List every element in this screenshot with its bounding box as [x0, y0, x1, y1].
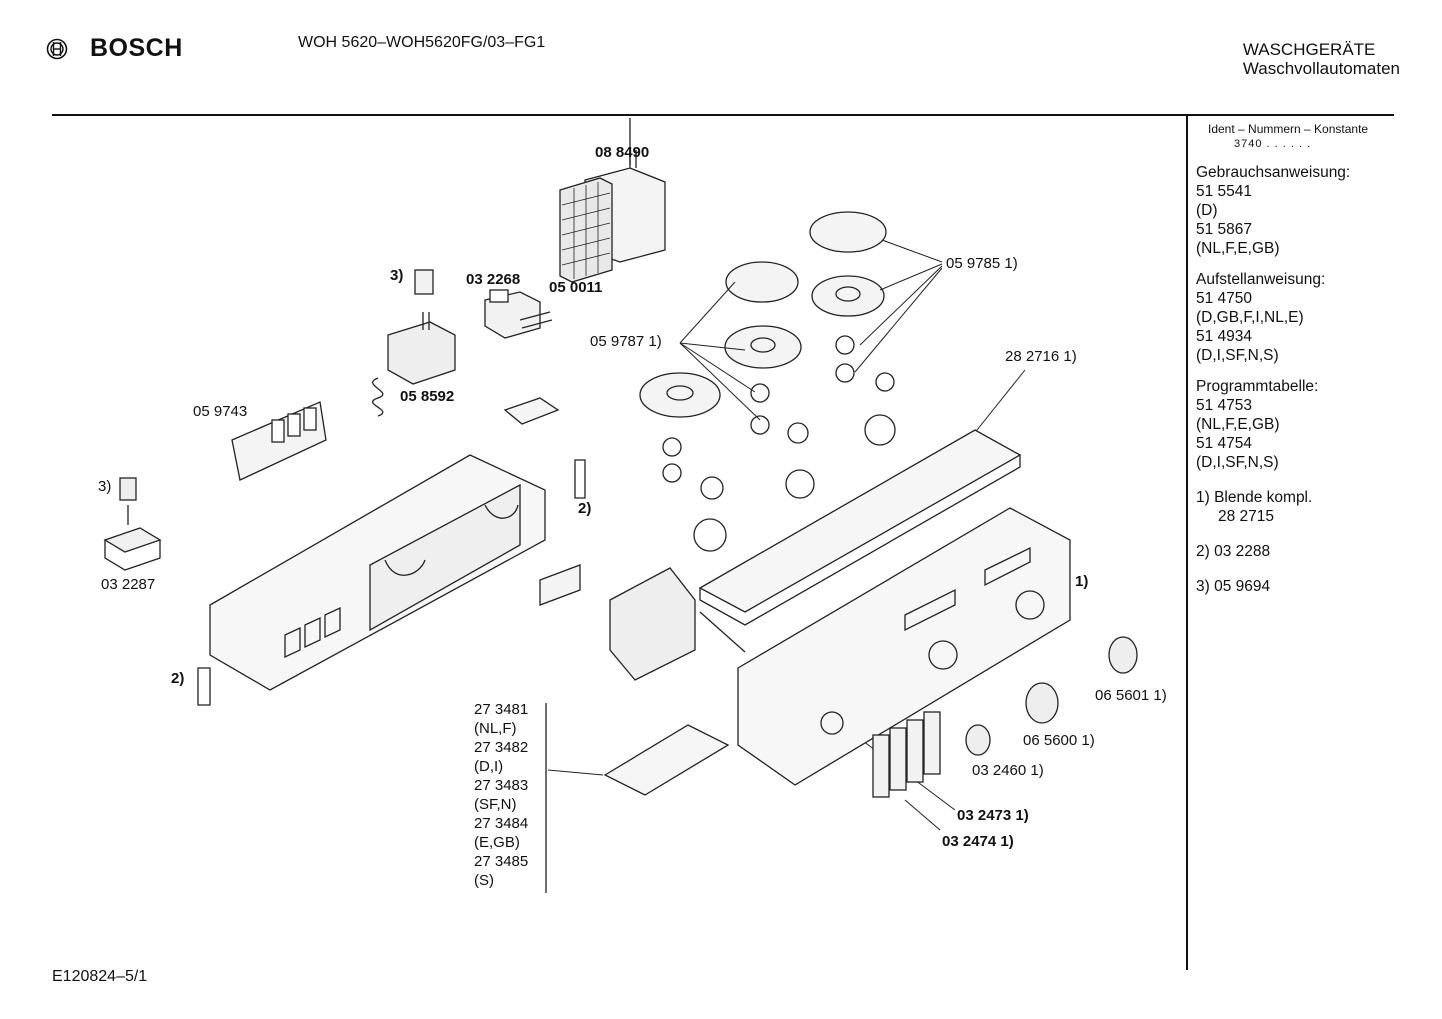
- part-label: 03 2287: [101, 576, 156, 593]
- header-rule: [52, 114, 1394, 116]
- category-subtitle: Waschvollautomaten: [1242, 59, 1400, 78]
- part-label: 03 2460 1): [972, 762, 1044, 779]
- bosch-logo-icon: [46, 38, 68, 59]
- clip-2a: [574, 459, 586, 499]
- list-item: 27 3481: [474, 701, 529, 718]
- panel-cover-drawing: [698, 429, 1022, 653]
- note-sub: 28 2715: [1218, 508, 1275, 525]
- switch-block-drawing: [609, 567, 696, 681]
- part-label: 05 9787 1): [590, 333, 662, 350]
- timer-module-drawing: [559, 118, 666, 283]
- section-programmtabelle: Programmtabelle: 51 4753 (NL,F,E,GB) 51 …: [1196, 377, 1396, 472]
- sidebar-rule: [1186, 116, 1188, 970]
- ident-value: 3740 . . . . . .: [1234, 138, 1312, 150]
- push-button-drawing: [872, 711, 941, 798]
- list-item: 27 3483: [474, 777, 529, 794]
- list-item: (NL,F): [474, 720, 517, 737]
- section-line: (D,GB,F,I,NL,E): [1196, 309, 1304, 326]
- section-line: (NL,F,E,GB): [1196, 240, 1280, 257]
- part-label: 03 2473 1): [957, 807, 1029, 824]
- list-item: (S): [474, 872, 494, 889]
- section-line: 51 4750: [1196, 290, 1253, 307]
- note-main: 3) 05 9694: [1196, 578, 1271, 595]
- clip-2b: [197, 667, 211, 706]
- circuit-board-drawing: [231, 401, 327, 481]
- list-item: 27 3482: [474, 739, 529, 756]
- part-label: 05 8592: [400, 388, 455, 405]
- selector-knobs-drawing: [965, 636, 1138, 756]
- sidebar: Ident – Nummern – Konstante 3740 . . . .…: [1196, 122, 1396, 596]
- ident-title: Ident – Nummern – Konstante: [1208, 122, 1369, 136]
- note-3: 3) 05 9694: [1196, 577, 1396, 596]
- programme-card-list: 27 3481 (NL,F) 27 3482 (D,I) 27 3483 (SF…: [474, 700, 528, 890]
- part-label: 3): [390, 267, 404, 284]
- section-line: 51 4754: [1196, 435, 1253, 452]
- section-line: (D): [1196, 202, 1218, 219]
- part-label: 05 0011: [549, 279, 603, 296]
- note-main: 2) 03 2288: [1196, 543, 1271, 560]
- part-label: 2): [171, 670, 185, 687]
- part-label: 08 8490: [595, 144, 650, 161]
- programme-card-drawing: [603, 724, 730, 796]
- section-gebrauchsanweisung: Gebrauchsanweisung: 51 5541 (D) 51 5867 …: [1196, 163, 1396, 258]
- section-line: (D,I,SF,N,S): [1196, 454, 1279, 471]
- part-label: 05 9743: [193, 403, 248, 420]
- section-title: Programmtabelle:: [1196, 378, 1319, 395]
- part-label: 03 2268: [466, 271, 521, 288]
- chassis-frame-drawing: [209, 454, 546, 691]
- section-line: 51 5867: [1196, 221, 1253, 238]
- leader-lines: [547, 239, 1026, 831]
- exploded-parts-diagram: [103, 118, 1138, 893]
- bracket-drawing: [503, 397, 560, 425]
- part-label: 03 2474 1): [942, 833, 1014, 850]
- section-title: Gebrauchsanweisung:: [1196, 164, 1351, 181]
- list-item: 27 3485: [474, 853, 529, 870]
- selector-switch-drawing: [103, 477, 162, 571]
- timer-motor-drawing: [372, 312, 456, 417]
- part-label: 06 5600 1): [1023, 732, 1095, 749]
- part-label: 05 9785 1): [946, 255, 1018, 272]
- part-label: 1): [1075, 573, 1089, 590]
- note-main: 1) Blende kompl.: [1196, 489, 1313, 506]
- part-label: 3): [98, 478, 112, 495]
- note-1: 1) Blende kompl. 28 2715: [1196, 488, 1396, 526]
- control-panel-housing-drawing: [737, 507, 1071, 786]
- section-line: 51 4934: [1196, 328, 1253, 345]
- list-item: 27 3484: [474, 815, 529, 832]
- note-2: 2) 03 2288: [1196, 542, 1396, 561]
- brand-name: BOSCH: [90, 34, 183, 62]
- list-item: (SF,N): [474, 796, 517, 813]
- section-line: (NL,F,E,GB): [1196, 416, 1280, 433]
- list-item: (D,I): [474, 758, 504, 775]
- drawing-code: E120824–5/1: [52, 968, 148, 985]
- section-title: Aufstellanweisung:: [1196, 271, 1326, 288]
- category-block: WASCHGERÄTE Waschvollautomaten: [1243, 40, 1400, 78]
- model-number: WOH 5620–WOH5620FG/03–FG1: [298, 34, 546, 51]
- clip-3a: [414, 269, 434, 295]
- section-line: 51 5541: [1196, 183, 1253, 200]
- category-title: WASCHGERÄTE: [1242, 40, 1376, 59]
- section-line: (D,I,SF,N,S): [1196, 347, 1279, 364]
- cam-knob-drawings: [639, 211, 896, 552]
- section-line: 51 4753: [1196, 397, 1253, 414]
- part-label: 06 5601 1): [1095, 687, 1167, 704]
- list-item: (E,GB): [474, 834, 520, 851]
- connector-clips-drawing: [539, 564, 581, 606]
- part-label: 28 2716 1): [1005, 348, 1077, 365]
- section-aufstellanweisung: Aufstellanweisung: 51 4750 (D,GB,F,I,NL,…: [1196, 270, 1396, 365]
- pressure-switch-drawing: [484, 289, 553, 339]
- brand-block: BOSCH: [46, 34, 183, 63]
- part-label: 2): [578, 500, 592, 517]
